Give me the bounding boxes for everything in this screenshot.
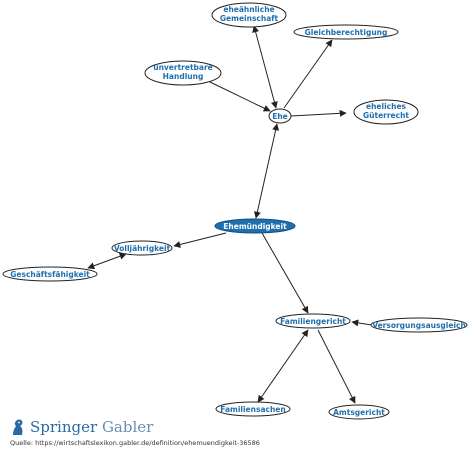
node-label: Gleichberechtigung [305,28,388,37]
node-label: Familiensachen [220,405,285,414]
edge-center-familiengericht [261,232,309,314]
node-unvertretbare-handlung[interactable]: unvertretbare Handlung [144,60,222,86]
node-gueterrecht[interactable]: eheliches Güterrecht [353,99,419,125]
node-label: eheähnliche [223,5,274,14]
node-label: Volljährigkeit [114,244,171,253]
edge-center-ehe [253,123,280,219]
node-label: Ehe [272,112,288,121]
node-label: eheliches [366,102,407,111]
springer-gabler-logo: Springer Gabler [10,418,153,436]
node-familiensachen[interactable]: Familiensachen [215,401,291,417]
edge-volljaehrigkeit-geschaeftsfaehigkeit [87,252,127,270]
edge-versorgung-familiengericht [351,319,373,327]
edge-ehe-gemeinschaft [252,25,278,109]
edge-center-volljaehrigkeit [173,232,227,248]
node-label: Güterrecht [363,111,409,120]
node-label: Ehemündigkeit [223,222,287,231]
edge-ehe-gueter [290,109,347,117]
node-label: Gemeinschaft [220,14,279,23]
brand-main: Springer [30,418,98,436]
node-geschaeftsfaehigkeit[interactable]: Geschäftsfähigkeit [2,266,98,282]
node-volljaehrigkeit[interactable]: Volljährigkeit [111,240,173,256]
node-ehe[interactable]: Ehe [268,108,292,124]
edge-ehe-gleichberechtigung [283,39,333,109]
node-gleichberechtigung[interactable]: Gleichberechtigung [293,24,399,40]
node-amtsgericht[interactable]: Amtsgericht [328,404,390,420]
node-label: Versorgungsausgleich [372,321,466,330]
source-citation: Quelle: https://wirtschaftslexikon.gable… [10,439,260,447]
node-familiengericht[interactable]: Familiengericht [275,313,351,329]
node-label: unvertretbare [153,63,213,72]
brand-sub: Gabler [101,418,154,436]
node-ehe-gemeinschaft[interactable]: eheähnliche Gemeinschaft [211,2,287,28]
springer-horse-icon [13,419,23,435]
edge-unvertretbare-ehe [209,81,271,112]
node-label: Amtsgericht [333,408,385,417]
node-versorgungsausgleich[interactable]: Versorgungsausgleich [370,317,468,333]
edge-familiengericht-amtsgericht [317,329,356,404]
node-ehemuendigkeit[interactable]: Ehemündigkeit [214,218,296,234]
edge-familiengericht-familiensachen [257,329,309,403]
node-label: Geschäftsfähigkeit [10,270,90,279]
node-label: Handlung [163,72,204,81]
node-label: Familiengericht [280,317,346,326]
